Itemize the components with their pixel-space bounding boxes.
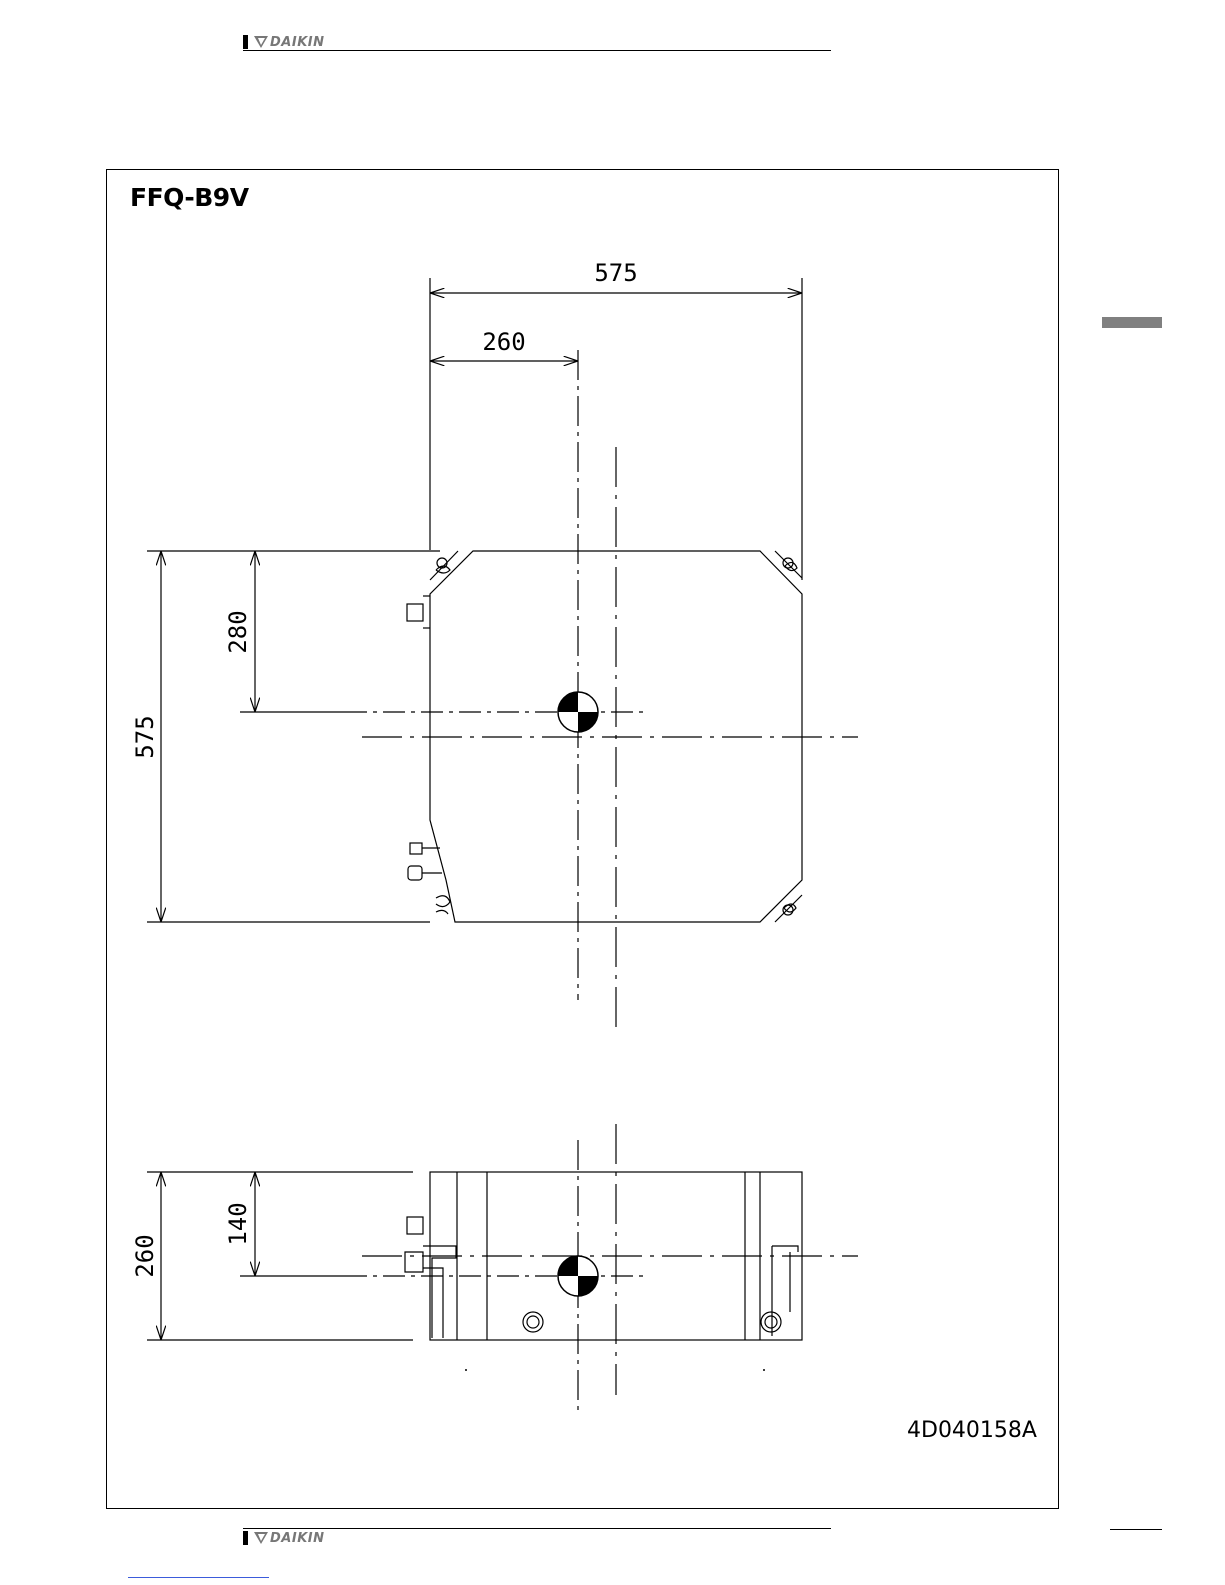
document-code: 4D040158A: [907, 1418, 1037, 1443]
height-dimension-label: 260: [131, 1234, 159, 1277]
cg-x-dimension-label: 260: [482, 328, 525, 356]
page-number-rule: [1110, 1529, 1162, 1530]
link-underline: [128, 1577, 269, 1578]
daikin-logo-icon: [254, 1532, 268, 1544]
pipe-connection-liquid: [410, 843, 422, 854]
footer-brand: DAIKIN: [270, 1531, 324, 1546]
drain-outlet: [761, 1312, 781, 1332]
corner-hanger: [775, 895, 802, 922]
footer-rule: [243, 1528, 831, 1529]
pipe-connection-gas: [408, 866, 422, 880]
center-of-gravity-icon: [558, 1256, 598, 1296]
center-of-gravity-icon: [558, 692, 598, 732]
drain-socket: [407, 1217, 423, 1234]
drain-socket: [407, 604, 423, 621]
corner-hanger: [775, 551, 802, 578]
width-dimension-label: 575: [594, 259, 637, 287]
cg-y-dimension-label: 280: [224, 610, 252, 653]
corner-hanger: [430, 551, 458, 580]
footer-logo: DAIKIN: [243, 1531, 324, 1545]
drain-outlet: [523, 1312, 543, 1332]
corner-hanger: [436, 896, 450, 914]
pipe-connection: [405, 1252, 423, 1272]
cg-z-dimension-label: 140: [224, 1202, 252, 1245]
depth-dimension-label: 575: [131, 715, 159, 758]
